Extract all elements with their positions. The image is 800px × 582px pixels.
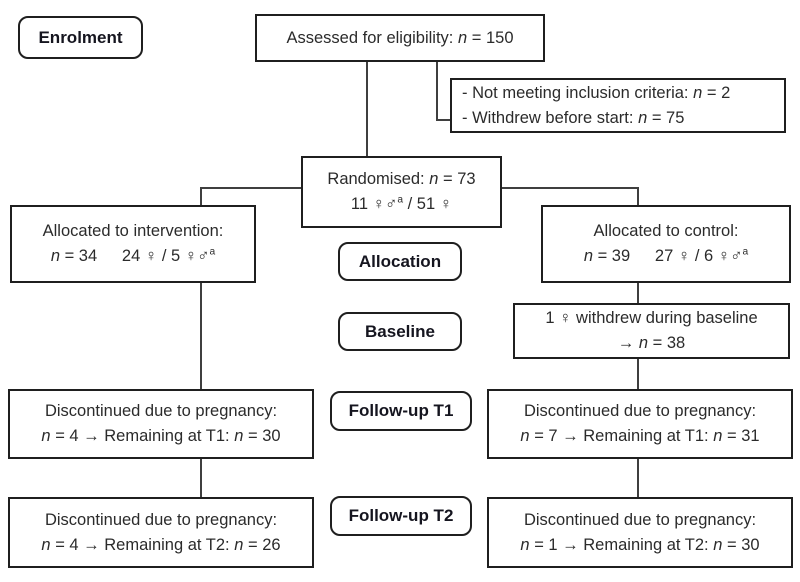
box-line: - Not meeting inclusion criteria: n = 2 — [462, 83, 731, 102]
connector-randomised-to-intervention-horizontal — [200, 187, 301, 189]
t2-control-box: Discontinued due to pregnancy: n = 1 → R… — [487, 497, 793, 568]
box-line: Discontinued due to pregnancy: — [523, 510, 757, 529]
assessed-eligibility-box: Assessed for eligibility: n = 150 — [255, 14, 545, 62]
connector-assessed-to-randomised — [366, 62, 368, 156]
baseline-withdrawal-box: 1 ♀ withdrew during baseline → n = 38 — [513, 303, 790, 359]
t1-control-box: Discontinued due to pregnancy: n = 7 → R… — [487, 389, 793, 459]
box-line: n = 4 → Remaining at T1: n = 30 — [41, 427, 281, 445]
box-line: Discontinued due to pregnancy: — [44, 510, 278, 529]
t1-intervention-box: Discontinued due to pregnancy: n = 4 → R… — [8, 389, 314, 459]
connector-intervention-to-t1 — [200, 283, 202, 389]
stage-label-enrolment: Enrolment — [18, 16, 143, 59]
stage-label-baseline: Baseline — [338, 312, 462, 351]
connector-t1-to-t2-control — [637, 459, 639, 497]
box-line: 11 ♀♂a / 51 ♀ — [350, 194, 453, 213]
stage-label-text: Allocation — [358, 251, 442, 271]
stage-label-followup-t1: Follow-up T1 — [330, 391, 472, 431]
box-line: → n = 38 — [617, 334, 686, 352]
box-line: Assessed for eligibility: n = 150 — [286, 28, 514, 47]
connector-assessed-to-exclusion-vertical — [436, 62, 438, 120]
connector-control-to-baseline — [637, 283, 639, 303]
allocated-control-box: Allocated to control: n = 39 27 ♀ / 6 ♀♂… — [541, 205, 791, 283]
box-line: n = 1 → Remaining at T2: n = 30 — [520, 535, 760, 554]
stage-label-text: Follow-up T2 — [348, 506, 454, 525]
stage-label-text: Follow-up T1 — [348, 401, 454, 420]
stage-label-text: Baseline — [365, 321, 435, 341]
t2-intervention-box: Discontinued due to pregnancy: n = 4 → R… — [8, 497, 314, 568]
exclusion-box: - Not meeting inclusion criteria: n = 2 … — [450, 78, 786, 133]
box-line: n = 4 → Remaining at T2: n = 26 — [41, 535, 281, 554]
connector-t1-to-t2-intervention — [200, 459, 202, 497]
box-line: n = 34 24 ♀ / 5 ♀♂a — [50, 246, 216, 265]
box-line: Discontinued due to pregnancy: — [44, 402, 278, 420]
box-line: Allocated to control: — [593, 222, 739, 240]
box-line: n = 7 → Remaining at T1: n = 31 — [520, 427, 760, 445]
connector-randomised-to-control-horizontal — [502, 187, 637, 189]
connector-randomised-to-intervention-vertical — [200, 187, 202, 205]
stage-label-allocation: Allocation — [338, 242, 462, 281]
connector-randomised-to-control-vertical — [637, 187, 639, 205]
connector-baseline-to-t1 — [637, 359, 639, 389]
stage-label-text: Enrolment — [38, 27, 123, 47]
box-line: - Withdrew before start: n = 75 — [462, 108, 685, 127]
box-line: 1 ♀ withdrew during baseline — [545, 309, 758, 327]
box-line: Allocated to intervention: — [42, 222, 224, 240]
allocated-intervention-box: Allocated to intervention: n = 34 24 ♀ /… — [10, 205, 256, 283]
box-line: n = 39 27 ♀ / 6 ♀♂a — [583, 246, 749, 265]
stage-label-followup-t2: Follow-up T2 — [330, 496, 472, 536]
box-line: Randomised: n = 73 — [327, 170, 476, 188]
randomised-box: Randomised: n = 73 11 ♀♂a / 51 ♀ — [301, 156, 502, 228]
connector-assessed-to-exclusion-horizontal — [436, 119, 450, 121]
box-line: Discontinued due to pregnancy: — [523, 402, 757, 420]
